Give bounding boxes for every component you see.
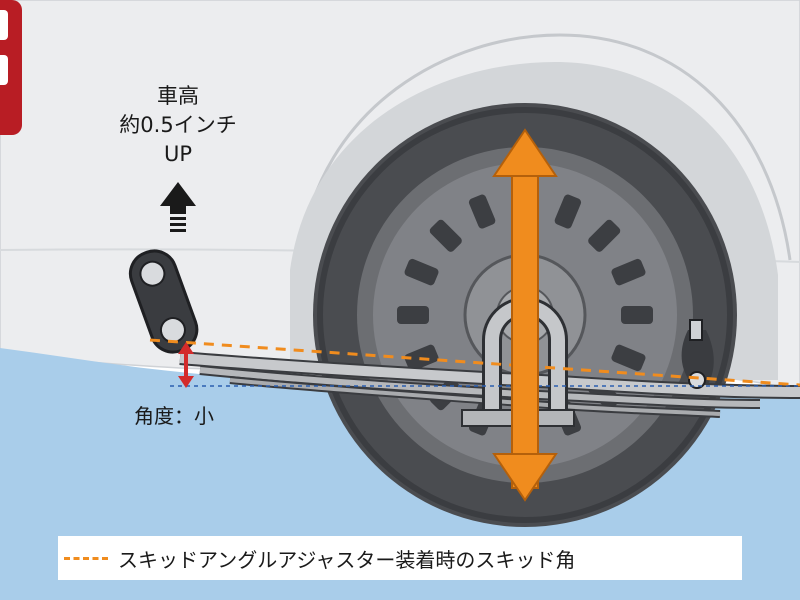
wheel-arch bbox=[298, 33, 792, 261]
wheel-spoke-hole bbox=[588, 219, 621, 252]
wheel-spoke-hole bbox=[404, 258, 439, 286]
wheel-spoke-hole bbox=[468, 194, 496, 229]
skid-angle-line bbox=[149, 338, 800, 387]
legend: スキッドアングルアジャスター装着時のスキッド角 bbox=[58, 536, 742, 580]
legend-text: スキッドアングルアジャスター装着時のスキッド角 bbox=[118, 547, 576, 572]
ride-height-line-3: UP bbox=[163, 142, 193, 166]
ride-height-line-2: 約0.5インチ bbox=[119, 113, 237, 137]
legend-dash-icon bbox=[64, 556, 108, 560]
wheel-spoke-hole bbox=[621, 306, 653, 324]
double-headed-arrow-icon bbox=[492, 128, 558, 502]
ride-height-line-1: 車高 bbox=[157, 84, 199, 108]
angle-arrow-icon bbox=[178, 342, 194, 388]
wheel-spoke-hole bbox=[554, 194, 582, 229]
rear-shackle bbox=[681, 319, 714, 389]
wheel-spoke-hole bbox=[397, 306, 429, 324]
wheel-spoke-hole bbox=[611, 344, 646, 372]
up-arrow-icon bbox=[160, 182, 196, 232]
wheel-spoke-hole bbox=[429, 219, 462, 252]
wheel-spoke-hole bbox=[611, 258, 646, 286]
angle-label: 角度：小 bbox=[134, 404, 214, 428]
leaf-spring bbox=[179, 351, 800, 418]
ride-height-label: 車高 約0.5インチ UP bbox=[108, 82, 248, 169]
